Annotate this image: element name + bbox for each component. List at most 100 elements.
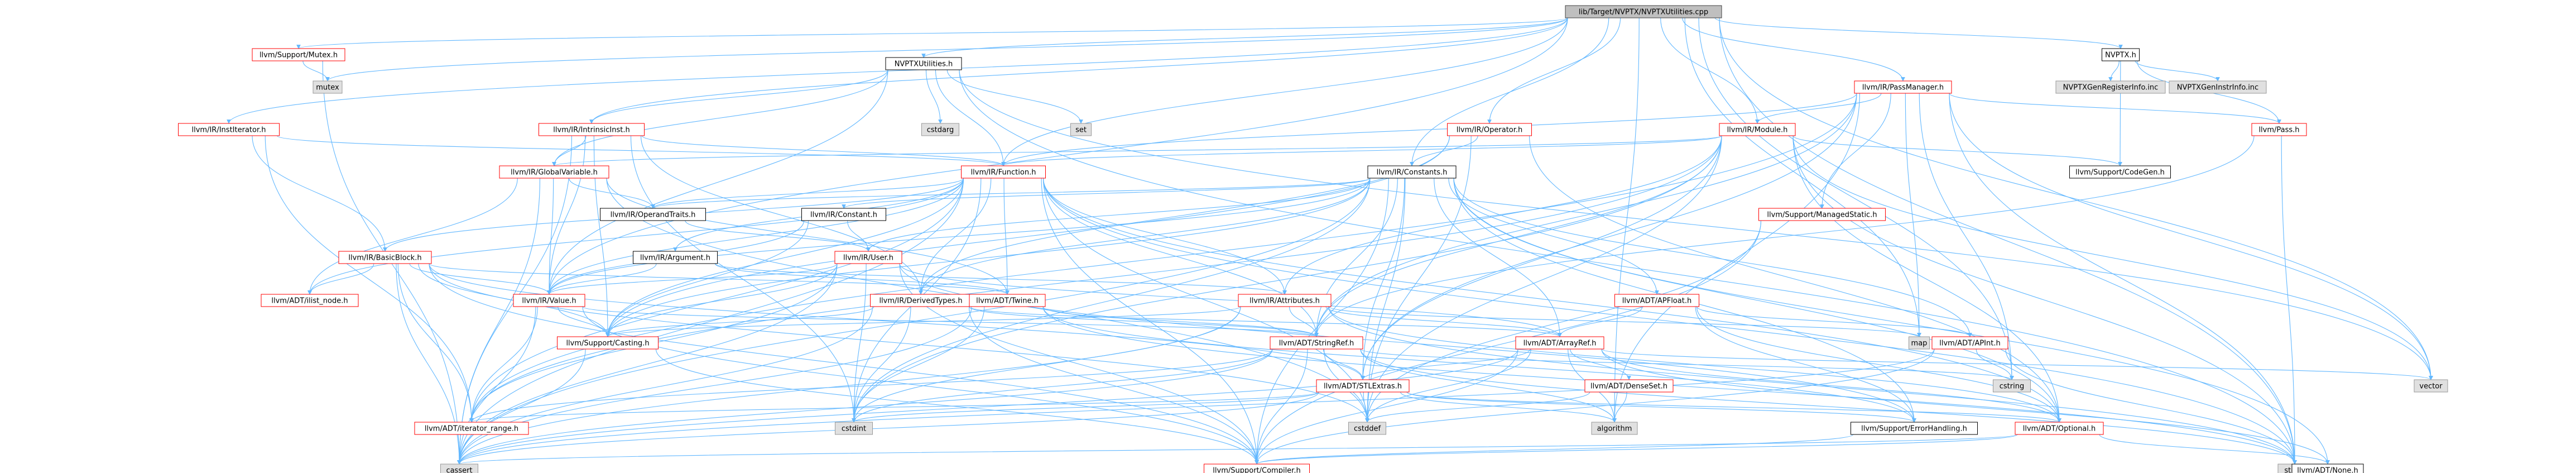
graph-node-stlextras-h[interactable]: llvm/ADT/STLExtras.h (1316, 379, 1410, 393)
node-label: llvm/ADT/ilist_node.h (271, 297, 348, 305)
graph-node-argument-h[interactable]: llvm/IR/Argument.h (633, 251, 718, 264)
dependency-edge (1719, 17, 2297, 465)
graph-node-module-h[interactable]: llvm/IR/Module.h (1719, 123, 1796, 136)
edge-constants-h-to-user-h (866, 178, 1371, 252)
graph-node-genreg: NVPTXGenRegisterInfo.inc (2055, 80, 2166, 94)
dependency-edge (552, 135, 1722, 166)
graph-node-apfloat-h[interactable]: llvm/ADT/APFloat.h (1614, 294, 1699, 307)
graph-node-nvptxutil-h[interactable]: NVPTXUtilities.h (885, 57, 962, 70)
graph-node-errorhandling-h[interactable]: llvm/Support/ErrorHandling.h (1851, 422, 1978, 435)
node-box (557, 336, 659, 350)
node-label: NVPTXUtilities.h (895, 60, 953, 69)
edge-globalvar-h-to-ilist-node-h (307, 178, 518, 295)
dependency-edge (651, 178, 1371, 209)
graph-node-attributes-h[interactable]: llvm/IR/Attributes.h (1238, 294, 1332, 307)
edge-nvptxutil-h-to-value-h (547, 69, 888, 295)
dependency-edge (1976, 348, 2014, 380)
node-label: llvm/IR/InstIterator.h (192, 126, 266, 135)
dependency-edge (655, 348, 1259, 465)
graph-node-constant-h[interactable]: llvm/IR/Constant.h (801, 208, 886, 221)
graph-node-apint-h[interactable]: llvm/ADT/APInt.h (1931, 336, 2008, 350)
graph-node-user-h[interactable]: llvm/IR/User.h (834, 251, 902, 264)
edge-constants-h-to-apfloat-h (1448, 178, 1659, 295)
edge-optional-h-to-compiler-h (1255, 434, 2018, 465)
dependency-edge (265, 135, 474, 423)
edge-intrinsicinst-h-to-value-h (547, 135, 586, 295)
edge-stlextras-h-to-iterator-range-h (469, 391, 1319, 423)
edge-arrayref-h-to-none-h (1601, 348, 2330, 465)
graph-node-derivedtypes-h[interactable]: llvm/IR/DerivedTypes.h (870, 294, 972, 307)
dependency-edge (1714, 17, 2123, 49)
graph-node-pass-h[interactable]: llvm/Pass.h (2251, 123, 2307, 136)
dependency-edge (1328, 306, 1921, 337)
dependency-edge (1719, 17, 2433, 380)
graph-node-arrayref-h[interactable]: llvm/ADT/ArrayRef.h (1515, 336, 1604, 350)
dependency-edge (1570, 348, 1631, 380)
edge-nvptxutil-h-to-function-h (935, 69, 1006, 166)
dependency-edge (1365, 135, 1472, 423)
dependency-edge (899, 263, 1562, 337)
graph-node-optional-h[interactable]: llvm/ADT/Optional.h (2015, 422, 2104, 435)
dependency-edge (1453, 178, 2061, 423)
dependency-edge (1255, 348, 1518, 465)
graph-node-nvptx-h[interactable]: NVPTX.h (2102, 48, 2140, 61)
graph-node-institer-h[interactable]: llvm/IR/InstIterator.h (178, 123, 280, 136)
dependency-edge (919, 135, 1450, 295)
graph-node-root[interactable]: lib/Target/NVPTX/NVPTXUtilities.cpp (1565, 5, 1722, 18)
graph-node-managedstatic-h[interactable]: llvm/Support/ManagedStatic.h (1758, 208, 1886, 221)
graph-node-globalvar-h[interactable]: llvm/IR/GlobalVariable.h (499, 165, 609, 179)
edge-function-h-to-casting-h (605, 178, 964, 337)
node-label: llvm/IR/Operator.h (1457, 126, 1523, 135)
dependency-edge (469, 348, 1273, 423)
graph-node-operandtraits-h[interactable]: llvm/IR/OperandTraits.h (600, 208, 706, 221)
node-box (633, 251, 718, 264)
node-box (801, 208, 886, 221)
edge-apint-h-to-cstring (1976, 348, 2014, 380)
edge-arrayref-h-to-stlextras-h (1361, 348, 1531, 380)
graph-node-compiler-h[interactable]: llvm/Support/Compiler.h (1204, 464, 1310, 473)
graph-node-stringref-h[interactable]: llvm/ADT/StringRef.h (1270, 336, 1363, 350)
edge-user-h-to-cstdint (852, 263, 867, 423)
dependency-edge (968, 306, 1319, 337)
edge-nvptxutil-h-to-intrinsicinst-h (589, 69, 888, 124)
edge-constants-h-to-operandtraits-h (651, 178, 1371, 209)
dependency-edge (1255, 434, 1854, 465)
dependency-edge (1406, 391, 1916, 423)
dependency-edge (1003, 178, 1010, 295)
graph-node-ilist-node-h[interactable]: llvm/ADT/ilist_node.h (261, 294, 359, 307)
dependency-edge (457, 306, 873, 465)
graph-node-passmanager-h[interactable]: llvm/IR/PassManager.h (1854, 80, 1952, 94)
graph-node-casting-h[interactable]: llvm/Support/Casting.h (557, 336, 659, 350)
graph-node-operator-h[interactable]: llvm/IR/Operator.h (1447, 123, 1532, 136)
dependency-edge (1601, 348, 2330, 465)
edge-nvptx-h-to-codegen-h (2118, 60, 2122, 166)
edge-densemap-h-to-cstddef (1365, 391, 1590, 423)
dependency-edge (651, 178, 964, 209)
graph-node-iterator-range-h[interactable]: llvm/ADT/iterator_range.h (414, 422, 529, 435)
graph-node-codegen-h[interactable]: llvm/Support/CodeGen.h (2069, 165, 2171, 179)
node-label: llvm/IR/Constant.h (810, 211, 877, 219)
graph-node-mutex-h[interactable]: llvm/Support/Mutex.h (252, 48, 345, 61)
graph-node-value-h[interactable]: llvm/IR/Value.h (513, 294, 585, 307)
graph-node-basicblock-h[interactable]: llvm/IR/BasicBlock.h (338, 251, 432, 264)
edge-derivedtypes-h-to-arrayref-h (968, 306, 1562, 337)
node-box (313, 80, 343, 94)
dependency-edge (1365, 391, 1590, 423)
dependency-edge (1365, 135, 1722, 423)
dependency-edge (547, 178, 554, 295)
dependency-edge (457, 178, 541, 465)
graph-node-function-h[interactable]: llvm/IR/Function.h (961, 165, 1046, 179)
edge-attributes-h-to-cstdint (852, 306, 1241, 423)
edge-globalvar-h-to-value-h (547, 178, 554, 295)
dependency-edge (1042, 178, 1287, 295)
graph-node-densemap-h[interactable]: llvm/ADT/DenseSet.h (1584, 379, 1674, 393)
node-label: cstdarg (927, 126, 954, 135)
edge-argument-h-to-attributes-h (714, 263, 1287, 295)
node-box (2015, 422, 2104, 435)
graph-node-twine-h[interactable]: llvm/ADT/Twine.h (969, 294, 1046, 307)
graph-node-none-h[interactable]: llvm/ADT/None.h (2291, 464, 2364, 473)
dependency-edge (1558, 306, 1643, 337)
graph-node-constants-h[interactable]: llvm/IR/Constants.h (1367, 165, 1457, 179)
graph-node-intrinsicinst-h[interactable]: llvm/IR/IntrinsicInst.h (539, 123, 645, 136)
dependency-edge (1255, 220, 1762, 465)
